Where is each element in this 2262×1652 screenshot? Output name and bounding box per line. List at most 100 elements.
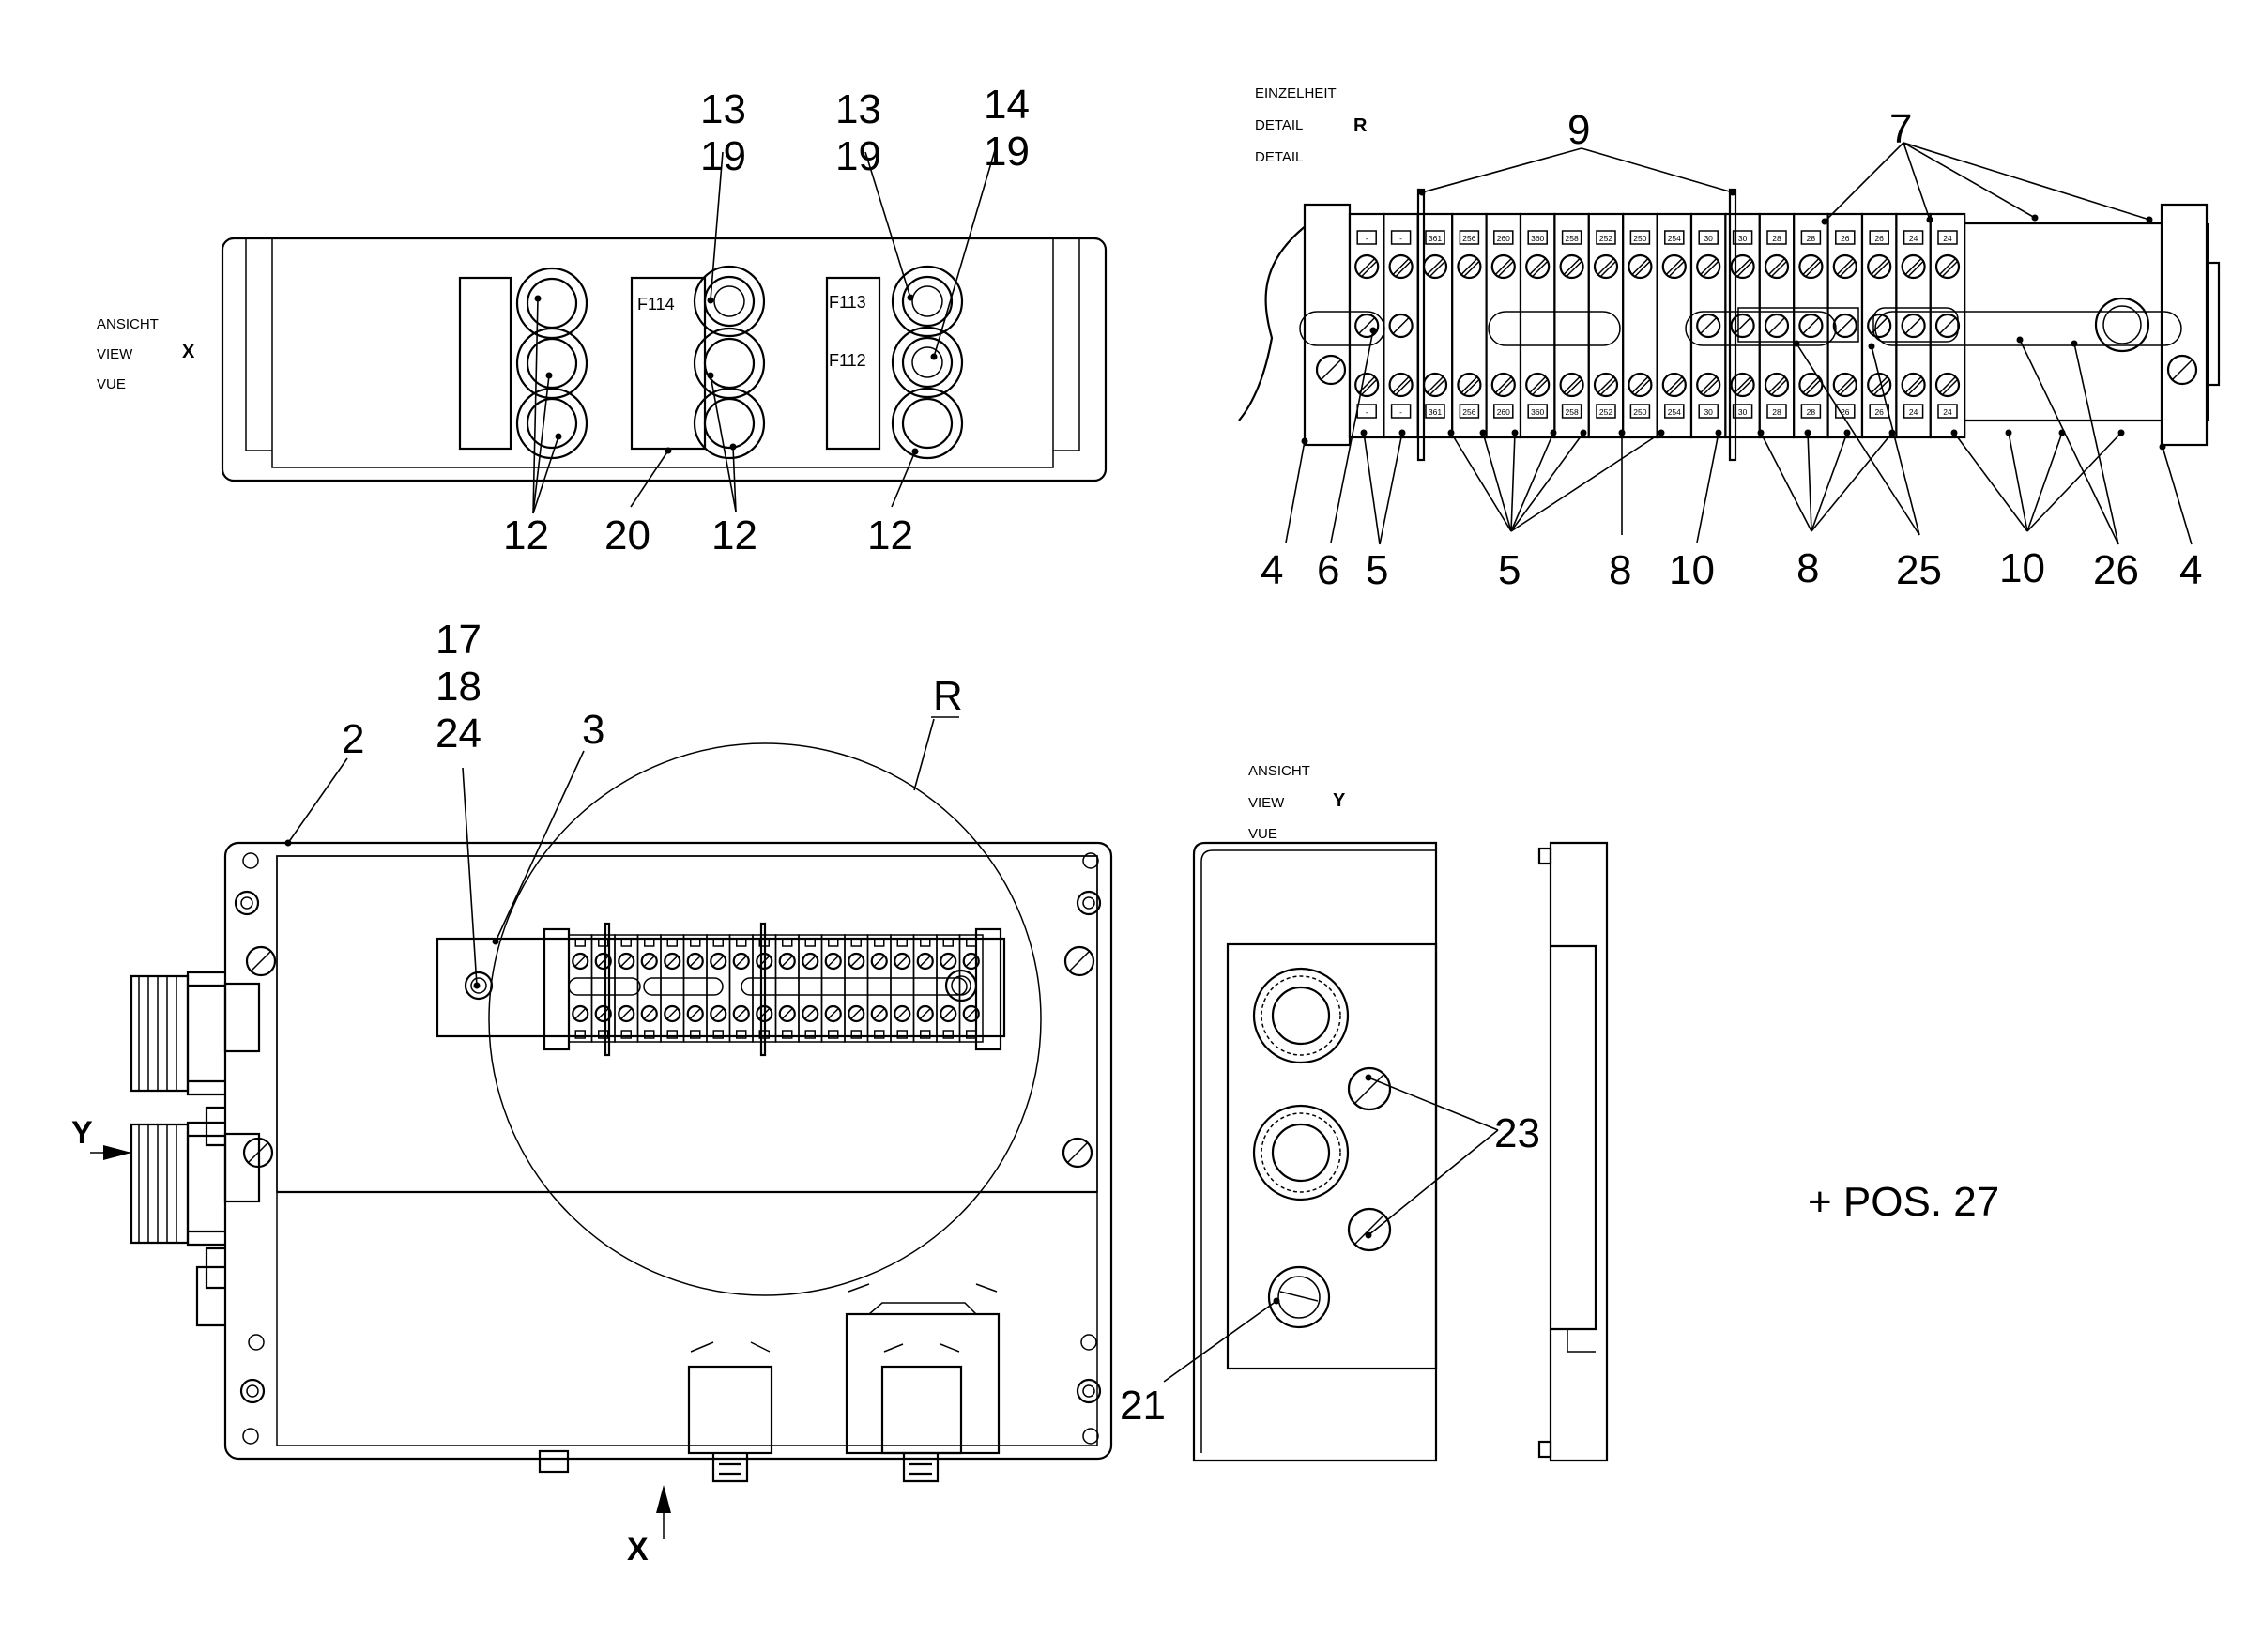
- terminal-label-top: 254: [1668, 234, 1681, 243]
- screw-icon: [1628, 253, 1653, 280]
- callout-10a: 10: [1669, 547, 1715, 593]
- terminal-label-bottom: 24: [1943, 407, 1952, 417]
- view-y: ANSICHT VIEW VUE Y 23: [1120, 763, 1609, 1462]
- end-bracket-right: [2160, 203, 2209, 447]
- screw-icon: [1490, 372, 1516, 398]
- callout-4-right: 4: [2179, 547, 2202, 593]
- screw-icon: [916, 1004, 934, 1023]
- callout-19a: 19: [700, 133, 746, 179]
- terminal-label-top: 361: [1429, 234, 1442, 243]
- screw-icon: [1934, 313, 1961, 339]
- screw-icon: [732, 952, 750, 971]
- view-x-caption-2: VIEW: [97, 346, 133, 362]
- callout-4-left: 4: [1261, 547, 1283, 593]
- screw-icon: [1764, 253, 1790, 280]
- screw-icon: [1764, 313, 1790, 339]
- callout-8a: 8: [1609, 547, 1631, 593]
- terminal-label-bottom: 30: [1704, 407, 1713, 417]
- terminal-label-top: 28: [1772, 234, 1781, 243]
- callout-r: R: [933, 673, 963, 719]
- fuse-label-f114: F114: [637, 295, 675, 314]
- terminal-label-top: 30: [1738, 234, 1748, 243]
- callout-5b: 5: [1498, 547, 1521, 593]
- mini-terminal-block: [936, 934, 961, 1043]
- callout-8b: 8: [1796, 545, 1819, 591]
- note-pos-27: + POS. 27: [1808, 1179, 1999, 1225]
- callout-17: 17: [436, 617, 481, 663]
- terminal-label-top: 360: [1531, 234, 1544, 243]
- screw-icon: [664, 1004, 681, 1023]
- mini-terminal-block: [614, 934, 639, 1043]
- screw-icon: [940, 952, 957, 971]
- x-arrow-label: X: [627, 1532, 649, 1568]
- terminal-label-bottom: 361: [1429, 407, 1442, 417]
- enclosure-housing: [223, 841, 1113, 1461]
- view-y-housing: [1192, 841, 1438, 1462]
- screw-icon: [732, 1004, 750, 1023]
- screw-icon: [1457, 372, 1482, 398]
- terminal-label-top: 24: [1909, 234, 1918, 243]
- detail-r-caption-2: DETAIL: [1255, 117, 1303, 133]
- screw-icon: [1798, 253, 1824, 280]
- screw-icon: [686, 952, 704, 971]
- screw-icon: [1696, 253, 1721, 280]
- screw-icon: [1730, 372, 1755, 398]
- screw-icon: [1354, 372, 1380, 398]
- terminal-label-bottom: 256: [1462, 407, 1475, 417]
- view-y-caption-2: VIEW: [1248, 795, 1285, 811]
- callout-24: 24: [436, 711, 481, 757]
- screw-icon: [1901, 253, 1926, 280]
- screw-icon: [1628, 372, 1653, 398]
- detail-r-circle: [488, 742, 1042, 1296]
- view-y-glands: [1252, 967, 1392, 1329]
- terminal-block: 30 30: [1689, 212, 1727, 439]
- terminal-label-top: 26: [1841, 234, 1850, 243]
- terminal-strip: ----361361256256260260360360258258252252…: [1348, 212, 1966, 439]
- screw-icon: [848, 1004, 865, 1023]
- terminal-label-bottom: 250: [1633, 407, 1646, 417]
- terminal-label-bottom: 28: [1772, 407, 1781, 417]
- screw-icon: [1457, 253, 1482, 280]
- callout-25: 25: [1896, 547, 1942, 593]
- terminal-label-bottom: 252: [1599, 407, 1612, 417]
- terminal-label-top: -: [1366, 234, 1368, 243]
- screw-icon: [802, 1004, 819, 1023]
- screw-icon: [1388, 313, 1414, 339]
- screw-icon: [1354, 313, 1380, 339]
- callout-12a: 12: [503, 512, 549, 558]
- view-y-leaders: [1163, 1074, 1499, 1383]
- screw-icon: [1661, 372, 1687, 398]
- screw-icon: [802, 952, 819, 971]
- terminal-label-top: 24: [1943, 234, 1952, 243]
- terminal-label-top: -: [1399, 234, 1402, 243]
- cable-gland-stack-2: [693, 265, 766, 460]
- detail-r-letter: R: [1353, 115, 1368, 136]
- mini-terminal-block: [820, 934, 846, 1043]
- terminal-label-top: 30: [1704, 234, 1713, 243]
- screw-icon: [1525, 372, 1551, 398]
- callout-7: 7: [1889, 106, 1912, 152]
- terminal-label-bottom: 360: [1531, 407, 1544, 417]
- mini-terminal-block: [660, 934, 685, 1043]
- screw-icon: [1901, 313, 1926, 339]
- cable-gland-stack-1: [515, 267, 588, 460]
- callout-13b: 13: [835, 86, 881, 132]
- mini-terminal-block: [568, 934, 593, 1043]
- screw-icon: [1388, 253, 1414, 280]
- screw-icon: [1798, 313, 1824, 339]
- screw-icon: [824, 952, 842, 971]
- screw-icon: [1559, 372, 1584, 398]
- cable-glands-left: [130, 971, 261, 1327]
- cable-gland-stack-3: [891, 265, 964, 460]
- terminal-label-top: 260: [1497, 234, 1510, 243]
- mini-terminal-block: [844, 934, 869, 1043]
- main-view-leaders: [284, 716, 959, 989]
- screw-icon: [594, 952, 612, 971]
- view-x-housing: F114 F113 F112: [221, 237, 1108, 482]
- screw-icon: [1832, 313, 1857, 339]
